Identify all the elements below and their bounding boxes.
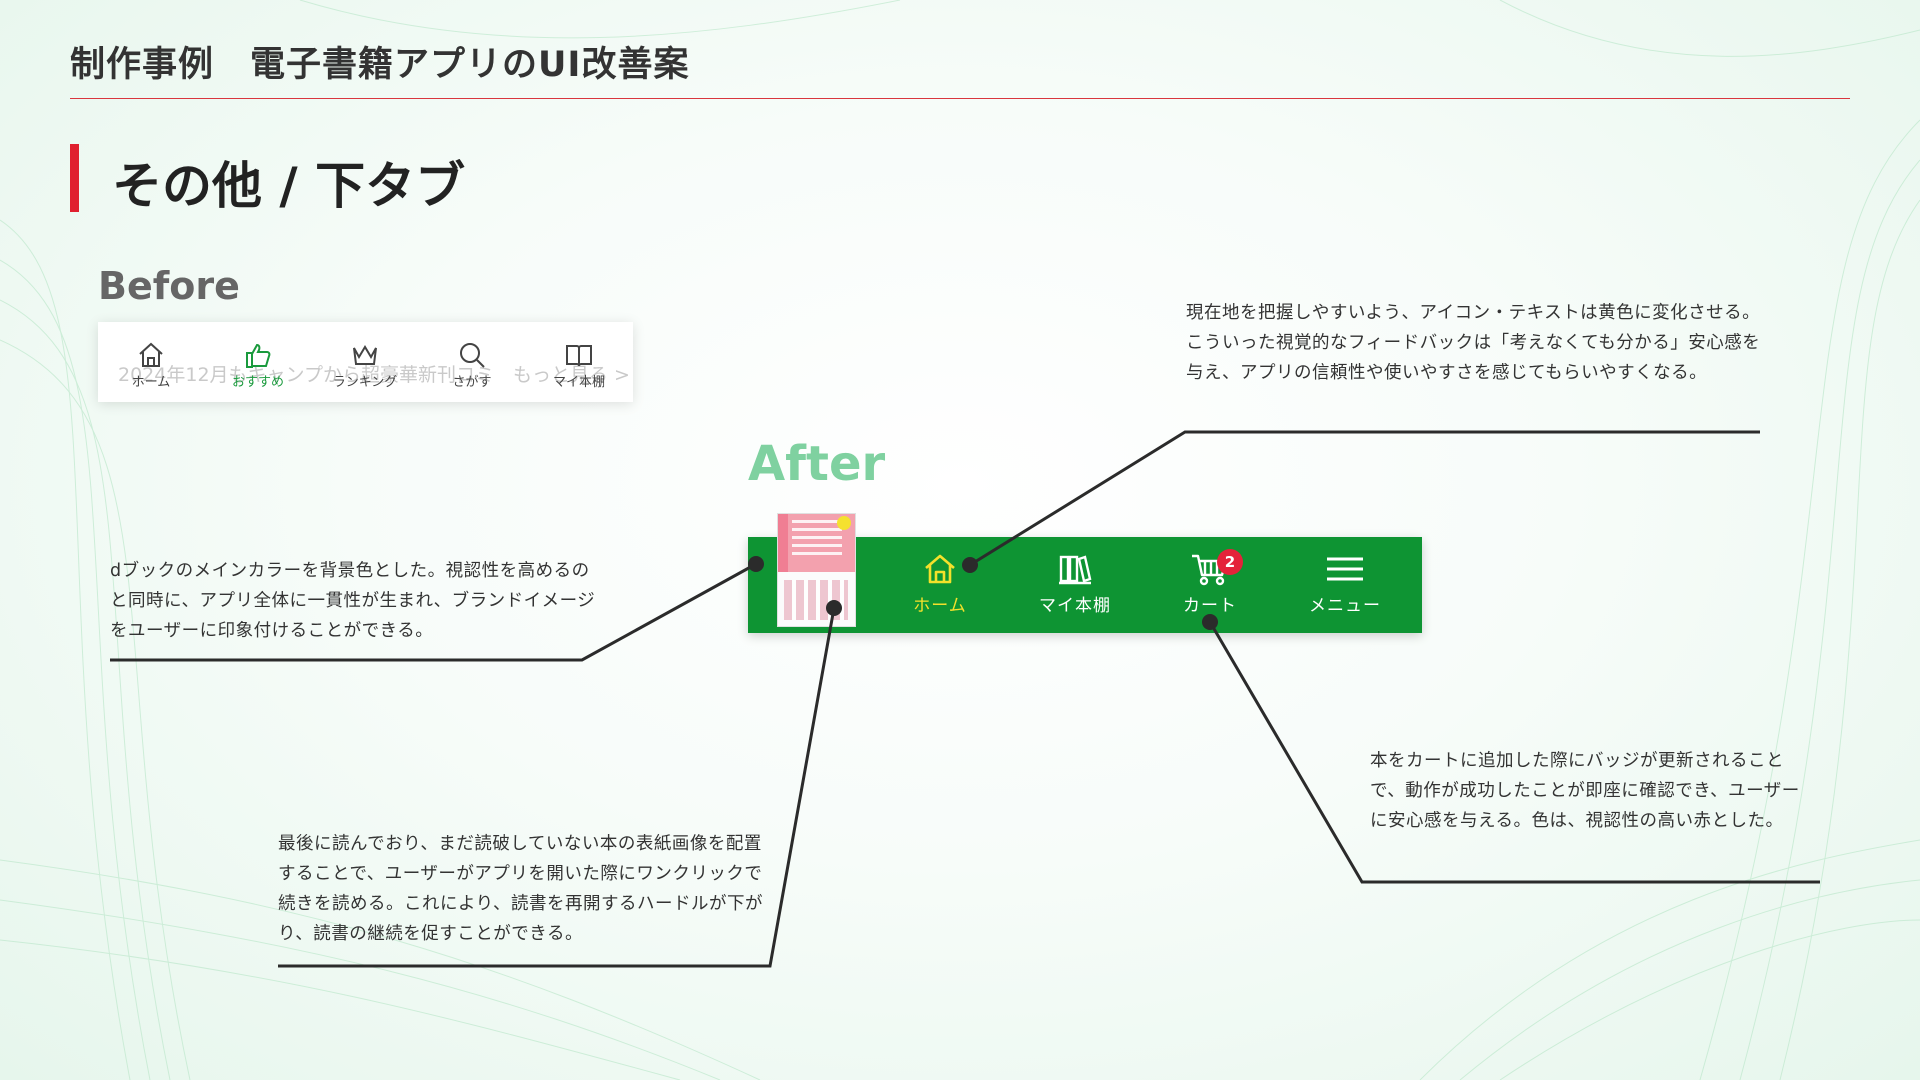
home-icon (139, 342, 163, 367)
callout-yellow-feedback: 現在地を把握しやすいよう、アイコン・テキストは黄色に変化させる。こういった視覚的… (1186, 303, 1761, 383)
crown-icon (353, 345, 377, 365)
open-book-icon (566, 345, 592, 367)
search-icon (460, 343, 485, 368)
before-tab-home[interactable]: ホーム (111, 340, 191, 390)
before-tab-label: ランキング (332, 375, 398, 390)
home-icon (925, 554, 955, 584)
section-title: その他 / 下タブ (112, 157, 466, 215)
before-tab-bar: 2024年12月もキャンプから超豪華新刊コミ もっと見る > ホーム おすすめ … (98, 322, 633, 402)
after-label: After (748, 436, 886, 492)
callout-cart-badge: 本をカートに追加した際にバッジが更新されることで、動作が成功したことが即座に確認… (1370, 751, 1800, 831)
after-tab-bookshelf[interactable]: マイ本棚 (1020, 551, 1130, 616)
before-tab-label: さがす (452, 375, 492, 390)
before-ghost-text: 2024年12月もキャンプから超豪華新刊コミ もっと見る > (118, 364, 630, 386)
after-tab-label: メニュー (1309, 596, 1381, 616)
after-tab-label: ホーム (913, 596, 967, 616)
callout-background-color: dブックのメインカラーを背景色とした。視認性を高めるのと同時に、アプリ全体に一貫… (110, 561, 596, 641)
callout-book-cover: 最後に読んでおり、まだ読破していない本の表紙画像を配置することで、ユーザーがアプ… (278, 834, 763, 944)
after-tab-label: マイ本棚 (1039, 596, 1111, 616)
cart-count-badge: 2 (1217, 549, 1243, 575)
before-tab-label: マイ本棚 (552, 375, 605, 390)
after-tab-label: カート (1183, 596, 1237, 616)
bookshelf-icon (1059, 555, 1092, 585)
header-divider (70, 98, 1850, 99)
before-tab-label: ホーム (131, 375, 171, 390)
before-tab-recommend[interactable]: おすすめ (218, 340, 298, 390)
after-tab-menu[interactable]: メニュー (1290, 551, 1400, 616)
before-tab-label: おすすめ (231, 375, 284, 390)
thumbs-up-icon (246, 343, 271, 368)
after-tab-home[interactable]: ホーム (885, 551, 995, 616)
after-tab-cart[interactable]: 2 カート (1155, 549, 1265, 616)
hamburger-menu-icon (1327, 557, 1363, 581)
after-tab-bar: ホーム マイ本棚 2 カート メニュー (748, 513, 1422, 633)
page-header-title: 制作事例 電子書籍アプリのUI改善案 (70, 45, 690, 85)
before-label: Before (98, 264, 240, 308)
before-tab-search[interactable]: さがす (432, 340, 512, 390)
before-tab-ranking[interactable]: ランキング (325, 340, 405, 390)
last-read-book-cover[interactable] (777, 513, 856, 627)
before-tab-bookshelf[interactable]: マイ本棚 (539, 340, 619, 390)
section-accent-bar (70, 144, 79, 212)
